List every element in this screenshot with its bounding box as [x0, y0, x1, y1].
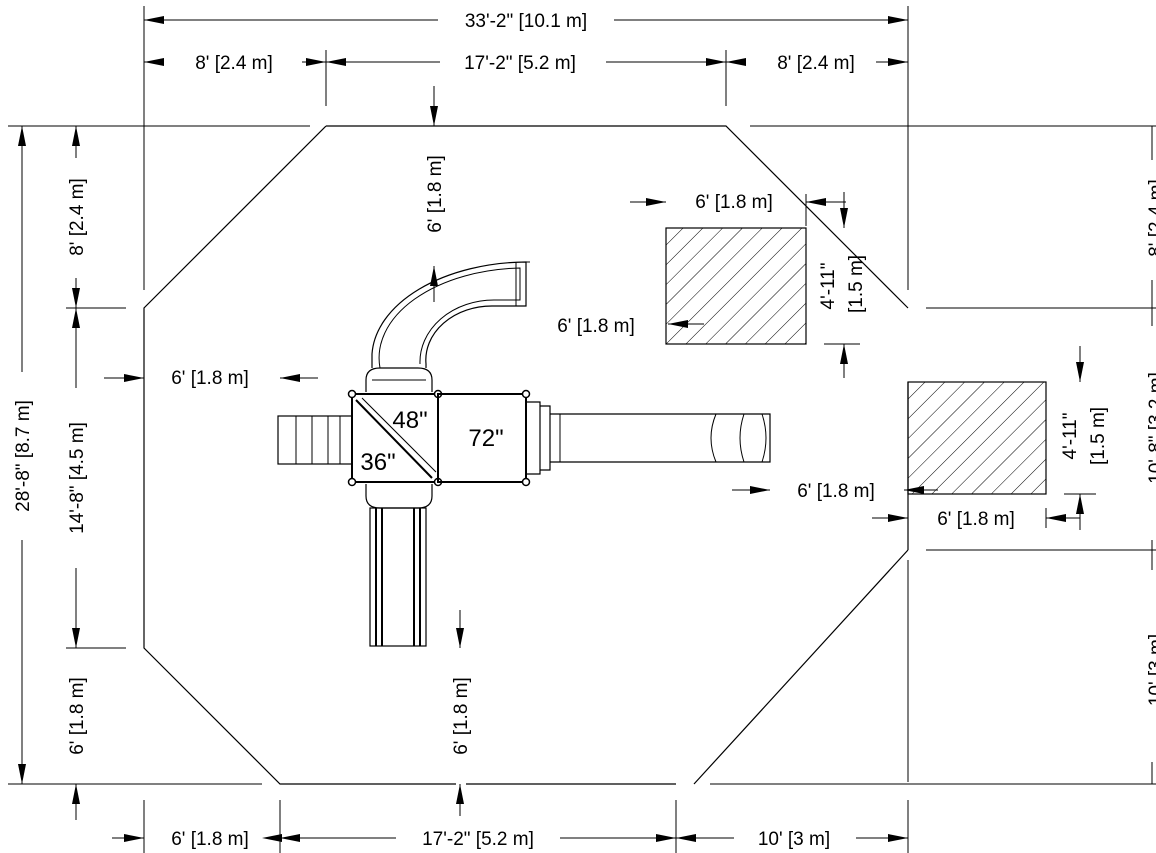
dim-top-left-label: 8' [2.4 m] — [195, 53, 273, 74]
deck-48-label: 48" — [392, 407, 427, 434]
dim-bottom-middle-label: 17'-2" [5.2 m] — [422, 829, 534, 850]
dim-area1-height-line1: 4'-11" — [818, 263, 839, 310]
bottom-slide — [365, 484, 433, 647]
dim-clear-curve-right-label: 6' [1.8 m] — [557, 316, 635, 337]
dim-area2-width-label: 6' [1.8 m] — [937, 509, 1015, 530]
dim-right-top-label: 8' [2.4 m] — [1146, 179, 1156, 257]
dim-overall-width-label: 33'-2" [10.1 m] — [465, 11, 587, 32]
stairs — [277, 415, 353, 465]
dim-left-segments: 8' [2.4 m] 14'-8" [4.5 m] 6' [1.8 m] — [67, 126, 88, 820]
dim-overall-height: 28'-8" [8.7 m] — [13, 126, 34, 784]
dim-overall-height-label: 28'-8" [8.7 m] — [13, 400, 34, 512]
dim-bottom-right-label: 10' [3 m] — [758, 829, 830, 850]
deck-split: 48" 36" — [347, 389, 443, 487]
dim-clear-bottom-label: 6' [1.8 m] — [451, 677, 472, 755]
dim-top-middle-label: 17'-2" [5.2 m] — [464, 53, 576, 74]
dim-right-middle-label: 10'-8" [3.2 m] — [1146, 372, 1156, 484]
dim-top-right-label: 8' [2.4 m] — [777, 53, 855, 74]
use-zone-boundary — [143, 125, 909, 785]
dim-clear-left: 6' [1.8 m] — [104, 368, 318, 389]
play-structure: 48" 36" 72" — [277, 261, 771, 647]
dim-left-middle-label: 14'-8" [4.5 m] — [67, 422, 88, 534]
dim-area1-height-line2: [1.5 m] — [846, 255, 867, 313]
dim-bottom-left-label: 6' [1.8 m] — [171, 829, 249, 850]
dim-clear-left-label: 6' [1.8 m] — [171, 368, 249, 389]
dim-area1-width-label: 6' [1.8 m] — [695, 192, 773, 213]
dim-left-top-label: 8' [2.4 m] — [67, 178, 88, 256]
dim-area2-height-line1: 4'-11" — [1060, 413, 1081, 460]
deck-72-label: 72" — [468, 425, 503, 452]
hatched-area-right: 4'-11" [1.5 m] 6' [1.8 m] — [872, 346, 1109, 530]
hatched-area-upper: 6' [1.8 m] 4'-11" [1.5 m] — [630, 192, 867, 378]
dim-left-bottom-label: 6' [1.8 m] — [67, 677, 88, 755]
dim-overall-width: 33'-2" [10.1 m] — [144, 11, 908, 32]
dim-clear-top: 6' [1.8 m] — [425, 86, 446, 302]
dim-right-bottom-label: 10' [3 m] — [1146, 634, 1156, 706]
deck-36-label: 36" — [360, 449, 395, 476]
dim-clear-long-slide-label: 6' [1.8 m] — [797, 481, 875, 502]
dim-clear-top-label: 6' [1.8 m] — [425, 155, 446, 233]
curved-slide — [371, 261, 530, 369]
dim-area2-height-line2: [1.5 m] — [1088, 407, 1109, 465]
dim-clear-long-slide: 6' [1.8 m] — [732, 481, 938, 502]
dim-top-row: 8' [2.4 m] 17'-2" [5.2 m] 8' [2.4 m] — [144, 53, 908, 74]
deck-main: 72" — [437, 389, 531, 487]
dim-clear-bottom: 6' [1.8 m] — [451, 610, 472, 816]
long-slide — [526, 401, 771, 475]
extension-lines — [8, 6, 1156, 853]
dim-bottom-row: 6' [1.8 m] 17'-2" [5.2 m] 10' [3 m] — [112, 829, 908, 850]
dim-right-segments: 8' [2.4 m] 10'-8" [3.2 m] 10' [3 m] — [1146, 126, 1156, 784]
